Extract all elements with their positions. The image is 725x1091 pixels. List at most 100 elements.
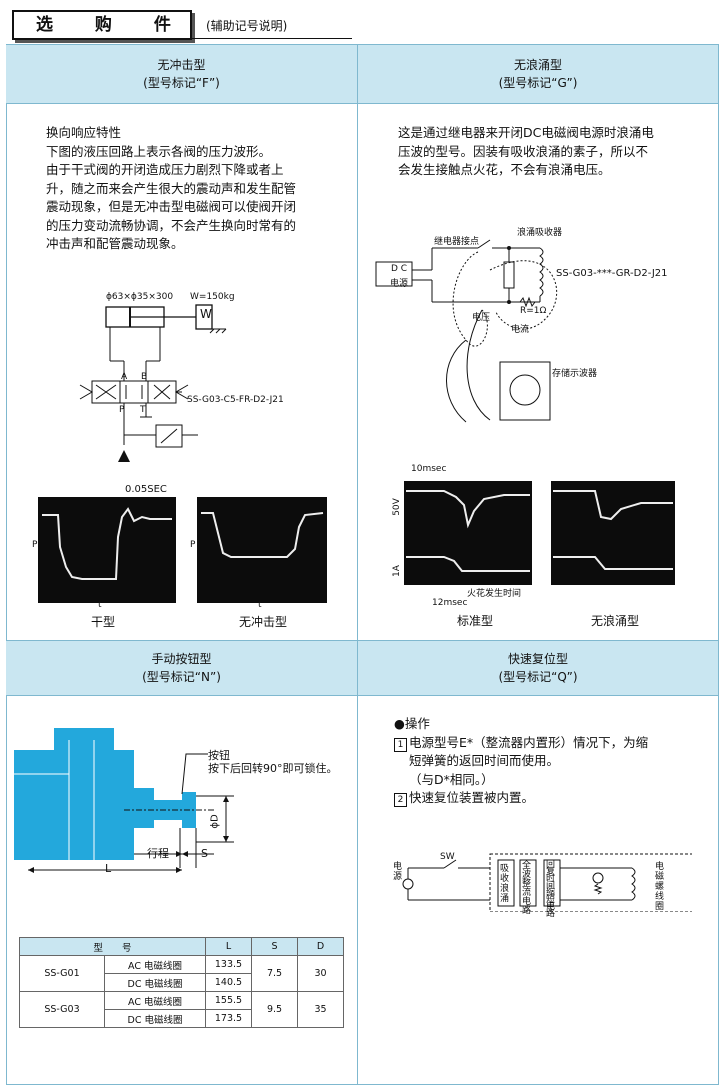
section-g-line: 这是通过继电器来开闭DC电磁阀电源时浪涌电 — [398, 125, 654, 140]
table-cell-coil: DC 电磁线圈 — [104, 1009, 206, 1028]
button-leader-line — [181, 753, 208, 795]
port-a-label: A — [121, 372, 128, 382]
button-note: 按下后回转90°即可锁住。 — [208, 762, 338, 775]
weight-symbol: W — [200, 307, 212, 321]
section-f-line: 下图的液压回路上表示各阀的压力波形。 — [46, 143, 272, 159]
table-cell-d: 30 — [297, 955, 344, 992]
page-title: 选 购 件 — [12, 10, 192, 40]
port-t-label: T — [140, 405, 146, 415]
table-cell-coil: DC 电磁线圈 — [104, 973, 206, 992]
relay-contact-label: 继电器接点 — [434, 237, 480, 247]
section-g-line: 会发生接触点火花，不会有浪涌电压。 — [398, 162, 611, 177]
table-cell-s: 7.5 — [251, 955, 298, 992]
spark-label: 火花发生时间 — [467, 589, 522, 599]
table-header-l: L — [205, 937, 252, 956]
table-cell-l: 173.5 — [205, 1009, 252, 1028]
dimension-lines — [28, 795, 234, 873]
table-cell-coil: AC 电磁线圈 — [104, 955, 206, 974]
section-g-line: 压波的型号。因装有吸收浪涌的素子，所以不 — [398, 143, 649, 159]
table-header-model: 型 号 — [19, 937, 206, 956]
surgeless-waveform — [551, 481, 675, 585]
section-f-subtitle: (型号标记“F”) — [143, 76, 220, 90]
surge-circuit-diagram — [375, 239, 558, 423]
s-label: S — [201, 847, 208, 860]
port-p-label: P — [119, 405, 125, 415]
section-g-subtitle: (型号标记“G”) — [498, 76, 578, 90]
item-1-note: （与D*相同。） — [409, 771, 494, 787]
section-f-title: 无冲击型 — [157, 58, 206, 72]
section-f-line: 升，随之而来会产生很大的震动声和发生配管 — [46, 180, 297, 196]
section-q-title: 快速复位型 — [507, 652, 568, 666]
table-row: SS-G03 AC 电磁线圈 155.5 9.5 35 — [19, 991, 344, 1028]
dimension-table: 型 号 L S D SS-G01 AC 电磁线圈 133.5 7.5 30 DC… — [19, 937, 344, 1028]
axis-t-label: t — [98, 600, 102, 610]
section-f-heading: 换向响应特性 — [46, 125, 122, 140]
section-f-line: 的压力变动流畅协调，不会产生换向时常有的 — [46, 217, 297, 233]
model-label: SS-G03-***-GR-D2-J21 — [556, 268, 668, 279]
section-f-band: 无冲击型 (型号标记“F”) — [6, 44, 357, 104]
switch-label: SW — [440, 852, 455, 862]
section-g-title: 无浪涌型 — [513, 58, 562, 72]
resistor-label: R=1Ω — [520, 306, 547, 316]
table-row: SS-G01 AC 电磁线圈 133.5 7.5 30 — [19, 955, 344, 992]
g-time2-label: 12msec — [432, 598, 468, 608]
section-n-subtitle: (型号标记“N”) — [142, 670, 221, 684]
table-cell-s: 9.5 — [251, 991, 298, 1028]
weight-label: W=150kg — [190, 292, 235, 302]
g-50v-label: 50V — [391, 498, 402, 516]
scope-label: 存储示波器 — [552, 369, 598, 379]
port-b-label: B — [141, 372, 148, 382]
l-label: L — [105, 862, 112, 875]
options-frame — [6, 44, 719, 1084]
axis-p-label: P — [190, 540, 196, 550]
dc-source-label: D C — [390, 264, 408, 274]
timescale-label: 0.05SEC — [125, 484, 167, 495]
voltage-label: 电压 — [472, 313, 491, 323]
section-f-line: 震动现象，但是无冲击型电磁阀可以使阀开闭 — [46, 199, 297, 214]
item-2-number: 2 — [394, 793, 407, 807]
section-f-text: 换向响应特性 下图的液压回路上表示各阀的压力波形。 由于干式阀的开闭造成压力剧烈… — [46, 124, 346, 254]
item-1-line: 短弹簧的返回时间而使用。 — [409, 753, 560, 768]
section-f-line: 冲击声和配管震动现象。 — [46, 236, 184, 251]
standard-type-waveform — [404, 481, 532, 585]
stroke-label: 行程 — [147, 847, 169, 860]
coil-label: 电磁螺线圈 — [655, 862, 665, 912]
section-g-text: 这是通过继电器来开闭DC电磁阀电源时浪涌电 压波的型号。因装有吸收浪涌的素子，所… — [398, 124, 708, 180]
section-q-subtitle: (型号标记“Q”) — [498, 670, 578, 684]
table-cell-model: SS-G03 — [19, 991, 105, 1028]
table-header-s: S — [251, 937, 298, 956]
axis-p-label: P — [32, 540, 38, 550]
frame-bottom — [6, 1084, 719, 1085]
axis-t-label: t — [258, 600, 262, 610]
return-time-block: 回复时间缩短电路 — [546, 860, 556, 919]
valve-model-label: SS-G03-C5-FR-D2-J21 — [187, 395, 284, 405]
column-divider — [357, 44, 358, 1084]
table-cell-l: 155.5 — [205, 991, 252, 1010]
section-q-band: 快速复位型 (型号标记“Q”) — [358, 640, 718, 696]
dry-type-waveform — [38, 497, 176, 603]
table-cell-coil: AC 电磁线圈 — [104, 991, 206, 1010]
operation-heading: ●操作 — [394, 716, 430, 731]
item-1-line: 电源型号E*（整流器内置形）情况下，为缩 — [409, 734, 649, 750]
phi-d-label: ϕD — [209, 814, 221, 829]
quick-return-circuit — [402, 853, 692, 912]
g-1a-label: 1A — [391, 565, 402, 577]
table-row: DC 电磁线圈 173.5 — [20, 1009, 344, 1028]
table-cell-l: 133.5 — [205, 955, 252, 974]
table-header-d: D — [297, 937, 344, 956]
section-n-title: 手动按钮型 — [151, 652, 212, 666]
standard-caption: 标准型 — [456, 614, 493, 628]
shockless-waveform — [197, 497, 327, 603]
section-g-band: 无浪涌型 (型号标记“G”) — [358, 44, 718, 104]
current-label: 电流 — [511, 325, 530, 335]
table-cell-model: SS-G01 — [19, 955, 105, 992]
surgeless-caption: 无浪涌型 — [590, 614, 639, 628]
button-label: 按钮 — [208, 749, 230, 762]
table-cell-l: 140.5 — [205, 973, 252, 992]
section-n-band: 手动按钮型 (型号标记“N”) — [6, 640, 357, 696]
absorb-surge-block: 吸收浪涌 — [500, 864, 510, 904]
section-f-line: 由于干式阀的开闭造成压力剧烈下降或者上 — [46, 162, 284, 177]
